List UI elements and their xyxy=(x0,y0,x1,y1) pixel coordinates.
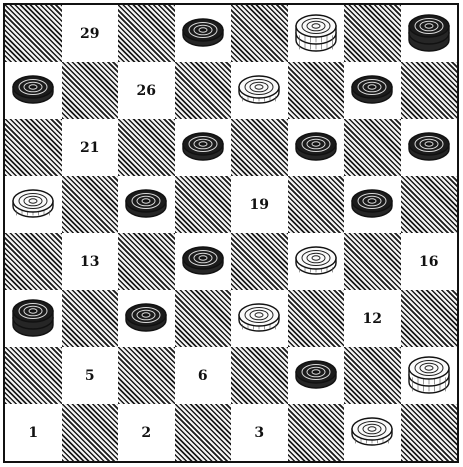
board-square[interactable] xyxy=(288,404,345,461)
board-square[interactable] xyxy=(231,5,288,62)
square-number: 1 xyxy=(28,425,38,441)
board-square[interactable] xyxy=(344,233,401,290)
board-square[interactable] xyxy=(175,5,232,62)
square-number: 29 xyxy=(80,26,99,42)
board-square[interactable]: 19 xyxy=(231,176,288,233)
white-checker-piece[interactable] xyxy=(293,242,339,282)
square-number: 12 xyxy=(363,311,382,327)
white-checker-piece[interactable] xyxy=(236,71,282,111)
square-number: 13 xyxy=(80,254,99,270)
square-number: 21 xyxy=(80,140,99,156)
board-square[interactable] xyxy=(5,233,62,290)
board-square[interactable] xyxy=(401,290,458,347)
board-square[interactable] xyxy=(5,347,62,404)
black-checker-piece[interactable] xyxy=(406,128,452,168)
board-square[interactable] xyxy=(344,347,401,404)
board-square[interactable] xyxy=(288,62,345,119)
black-checker-piece[interactable] xyxy=(10,71,56,111)
board-square[interactable]: 29 xyxy=(62,5,119,62)
board-square[interactable] xyxy=(5,62,62,119)
board-square[interactable] xyxy=(401,119,458,176)
board-square[interactable]: 6 xyxy=(175,347,232,404)
black-checker-piece[interactable] xyxy=(293,356,339,396)
board-square[interactable] xyxy=(62,290,119,347)
board-square[interactable] xyxy=(118,176,175,233)
white-king-piece[interactable] xyxy=(406,356,452,396)
board-square[interactable] xyxy=(62,62,119,119)
board-square[interactable] xyxy=(5,5,62,62)
board-square[interactable] xyxy=(288,347,345,404)
black-checker-piece[interactable] xyxy=(180,14,226,54)
board-square[interactable] xyxy=(231,347,288,404)
board-square[interactable] xyxy=(118,5,175,62)
white-checker-piece[interactable] xyxy=(349,413,395,453)
board-square[interactable]: 26 xyxy=(118,62,175,119)
square-number: 6 xyxy=(198,368,208,384)
board-square[interactable]: 12 xyxy=(344,290,401,347)
board-square[interactable] xyxy=(5,119,62,176)
board-square[interactable] xyxy=(175,62,232,119)
white-checker-piece[interactable] xyxy=(10,185,56,225)
black-checker-piece[interactable] xyxy=(180,242,226,282)
board-square[interactable] xyxy=(62,176,119,233)
black-king-piece[interactable] xyxy=(10,299,56,339)
board-square[interactable] xyxy=(231,233,288,290)
square-number: 16 xyxy=(419,254,438,270)
square-number: 26 xyxy=(137,83,156,99)
board-square[interactable] xyxy=(344,119,401,176)
board-square[interactable] xyxy=(175,176,232,233)
board-square[interactable] xyxy=(62,404,119,461)
board-square[interactable] xyxy=(5,290,62,347)
board-square[interactable] xyxy=(118,119,175,176)
black-checker-piece[interactable] xyxy=(349,71,395,111)
board-square[interactable] xyxy=(118,347,175,404)
square-number: 2 xyxy=(141,425,151,441)
board-square[interactable] xyxy=(401,404,458,461)
board-square[interactable] xyxy=(175,119,232,176)
board-square[interactable] xyxy=(231,62,288,119)
black-checker-piece[interactable] xyxy=(123,185,169,225)
board-square[interactable] xyxy=(231,119,288,176)
board-square[interactable] xyxy=(288,5,345,62)
board-square[interactable]: 3 xyxy=(231,404,288,461)
board-square[interactable] xyxy=(288,119,345,176)
white-checker-piece[interactable] xyxy=(236,299,282,339)
board-square[interactable] xyxy=(401,347,458,404)
board-square[interactable]: 13 xyxy=(62,233,119,290)
board-square[interactable] xyxy=(401,62,458,119)
board-square[interactable] xyxy=(344,5,401,62)
board-square[interactable] xyxy=(5,176,62,233)
board-square[interactable] xyxy=(231,290,288,347)
board-square[interactable]: 1 xyxy=(5,404,62,461)
black-checker-piece[interactable] xyxy=(180,128,226,168)
board-square[interactable] xyxy=(344,62,401,119)
square-number: 5 xyxy=(85,368,95,384)
board-square[interactable] xyxy=(288,233,345,290)
black-checker-piece[interactable] xyxy=(123,299,169,339)
board-square[interactable] xyxy=(175,404,232,461)
board-square[interactable] xyxy=(401,5,458,62)
black-checker-piece[interactable] xyxy=(293,128,339,168)
board-square[interactable] xyxy=(401,176,458,233)
black-king-piece[interactable] xyxy=(406,14,452,54)
board-square[interactable] xyxy=(344,176,401,233)
board-square[interactable] xyxy=(118,290,175,347)
white-king-piece[interactable] xyxy=(293,14,339,54)
square-number: 19 xyxy=(250,197,269,213)
board-square[interactable]: 21 xyxy=(62,119,119,176)
black-checker-piece[interactable] xyxy=(349,185,395,225)
board-square[interactable]: 16 xyxy=(401,233,458,290)
square-number: 3 xyxy=(254,425,264,441)
board-square[interactable]: 2 xyxy=(118,404,175,461)
board-square[interactable] xyxy=(288,290,345,347)
board-square[interactable]: 5 xyxy=(62,347,119,404)
board-square[interactable] xyxy=(175,233,232,290)
board-square[interactable] xyxy=(175,290,232,347)
board-square[interactable] xyxy=(118,233,175,290)
board-square[interactable] xyxy=(344,404,401,461)
board-square[interactable] xyxy=(288,176,345,233)
